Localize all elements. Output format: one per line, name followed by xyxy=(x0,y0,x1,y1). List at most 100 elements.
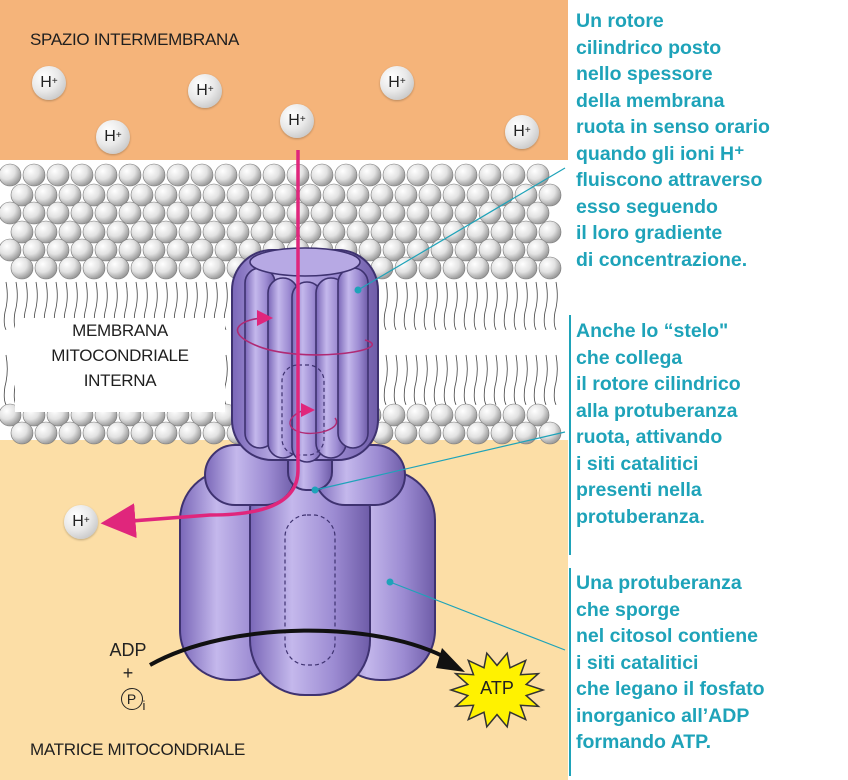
lipid-head xyxy=(95,164,117,186)
lipid-head xyxy=(143,202,165,224)
lipid-head xyxy=(467,422,489,444)
proton-charge: + xyxy=(525,125,531,136)
lipid-head xyxy=(527,202,549,224)
proton-symbol: H xyxy=(40,74,52,92)
caption-stalk-line: alla protuberanza xyxy=(576,398,741,425)
lipid-head xyxy=(143,164,165,186)
lipid-head xyxy=(395,257,417,279)
proton-symbol: H xyxy=(388,74,400,92)
proton-charge: + xyxy=(208,84,214,95)
lipid-head xyxy=(215,164,237,186)
lipid-head xyxy=(503,202,525,224)
lipid-head xyxy=(455,164,477,186)
proton-charge: + xyxy=(116,130,122,141)
leader-dot-stalk xyxy=(312,487,319,494)
caption-knob-line: che sporge xyxy=(576,597,765,624)
caption-knob-line: nel citosol contiene xyxy=(576,623,765,650)
proton-symbol: H xyxy=(288,112,300,130)
lipid-head xyxy=(11,422,33,444)
lipid-head xyxy=(83,257,105,279)
lipid-head xyxy=(95,202,117,224)
leader-dot-knob xyxy=(387,579,394,586)
caption-stalk-line: protuberanza. xyxy=(576,504,741,531)
caption-stalk-line: il rotore cilindrico xyxy=(576,371,741,398)
lipid-head xyxy=(47,202,69,224)
lipid-head xyxy=(107,422,129,444)
lipid-head xyxy=(335,164,357,186)
proton-ion-3: H+ xyxy=(380,66,414,100)
caption-rotor-line: esso seguendo xyxy=(576,194,770,221)
caption-rotor-line: della membrana xyxy=(576,88,770,115)
lipid-head xyxy=(311,164,333,186)
inner-membrane-label: MEMBRANA MITOCONDRIALE INTERNA xyxy=(15,318,225,412)
lipid-head xyxy=(11,257,33,279)
lipid-head xyxy=(539,257,561,279)
caption-rotor-line: cilindrico posto xyxy=(576,35,770,62)
proton-symbol: H xyxy=(72,513,84,531)
proton-charge: + xyxy=(84,515,90,526)
lipid-head xyxy=(479,202,501,224)
lipid-head xyxy=(119,164,141,186)
caption-rotor-line: quando gli ioni H⁺ xyxy=(576,141,770,168)
lipid-head xyxy=(359,164,381,186)
lipid-head xyxy=(539,422,561,444)
inner-membrane-label-line-2: MITOCONDRIALE xyxy=(15,343,225,368)
lipid-head xyxy=(83,422,105,444)
proton-ion-6: H+ xyxy=(505,115,539,149)
lipid-head xyxy=(203,257,225,279)
lipid-head xyxy=(167,202,189,224)
lipid-head xyxy=(467,257,489,279)
leader-dot-rotor xyxy=(355,287,362,294)
proton-symbol: H xyxy=(196,82,208,100)
lipid-head xyxy=(491,422,513,444)
lipid-head xyxy=(263,164,285,186)
lipid-head xyxy=(179,257,201,279)
lipid-head xyxy=(0,202,21,224)
lipid-head xyxy=(479,164,501,186)
proton-symbol: H xyxy=(104,128,116,146)
matrix-label: MATRICE MITOCONDRIALE xyxy=(30,740,245,760)
caption-knob-line: inorganico all’ADP xyxy=(576,703,765,730)
caption-knob-line: Una protuberanza xyxy=(576,570,765,597)
phosphate-label: Pi xyxy=(108,688,158,710)
lipid-head xyxy=(167,164,189,186)
caption-divider-2 xyxy=(569,568,571,776)
lipid-head xyxy=(35,257,57,279)
lipid-head xyxy=(23,164,45,186)
caption-knob: Una protuberanzache sporgenel citosol co… xyxy=(576,570,765,756)
lipid-head xyxy=(443,257,465,279)
lipid-head xyxy=(263,202,285,224)
lipid-head xyxy=(59,257,81,279)
lipid-head xyxy=(431,202,453,224)
proton-charge: + xyxy=(400,76,406,87)
adp-label: ADP xyxy=(98,640,158,661)
lipid-head xyxy=(383,202,405,224)
proton-ion-1: H+ xyxy=(32,66,66,100)
intermembrane-space-region xyxy=(0,0,568,185)
lipid-head xyxy=(431,164,453,186)
lipid-head xyxy=(395,422,417,444)
lipid-head xyxy=(239,202,261,224)
lipid-head xyxy=(383,164,405,186)
lipid-head xyxy=(359,202,381,224)
phosphate-circle: P xyxy=(121,688,143,710)
lipid-head xyxy=(215,202,237,224)
lipid-head xyxy=(407,202,429,224)
lipid-head xyxy=(503,164,525,186)
intermembrane-space-label: SPAZIO INTERMEMBRANA xyxy=(30,30,239,50)
inner-membrane-label-line-3: INTERNA xyxy=(15,368,225,393)
caption-stalk-line: Anche lo “stelo" xyxy=(576,318,741,345)
proton-ion-released: H+ xyxy=(64,505,98,539)
proton-ion-4: H+ xyxy=(96,120,130,154)
caption-rotor-line: nello spessore xyxy=(576,61,770,88)
lipid-head xyxy=(155,257,177,279)
lipid-head xyxy=(35,422,57,444)
caption-rotor-line: fluiscono attraverso xyxy=(576,167,770,194)
caption-rotor-line: Un rotore xyxy=(576,8,770,35)
caption-knob-line: formando ATP. xyxy=(576,729,765,756)
lipid-head xyxy=(191,202,213,224)
proton-ion-5: H+ xyxy=(280,104,314,138)
proton-ion-2: H+ xyxy=(188,74,222,108)
lipid-head xyxy=(527,164,549,186)
lipid-head xyxy=(179,422,201,444)
